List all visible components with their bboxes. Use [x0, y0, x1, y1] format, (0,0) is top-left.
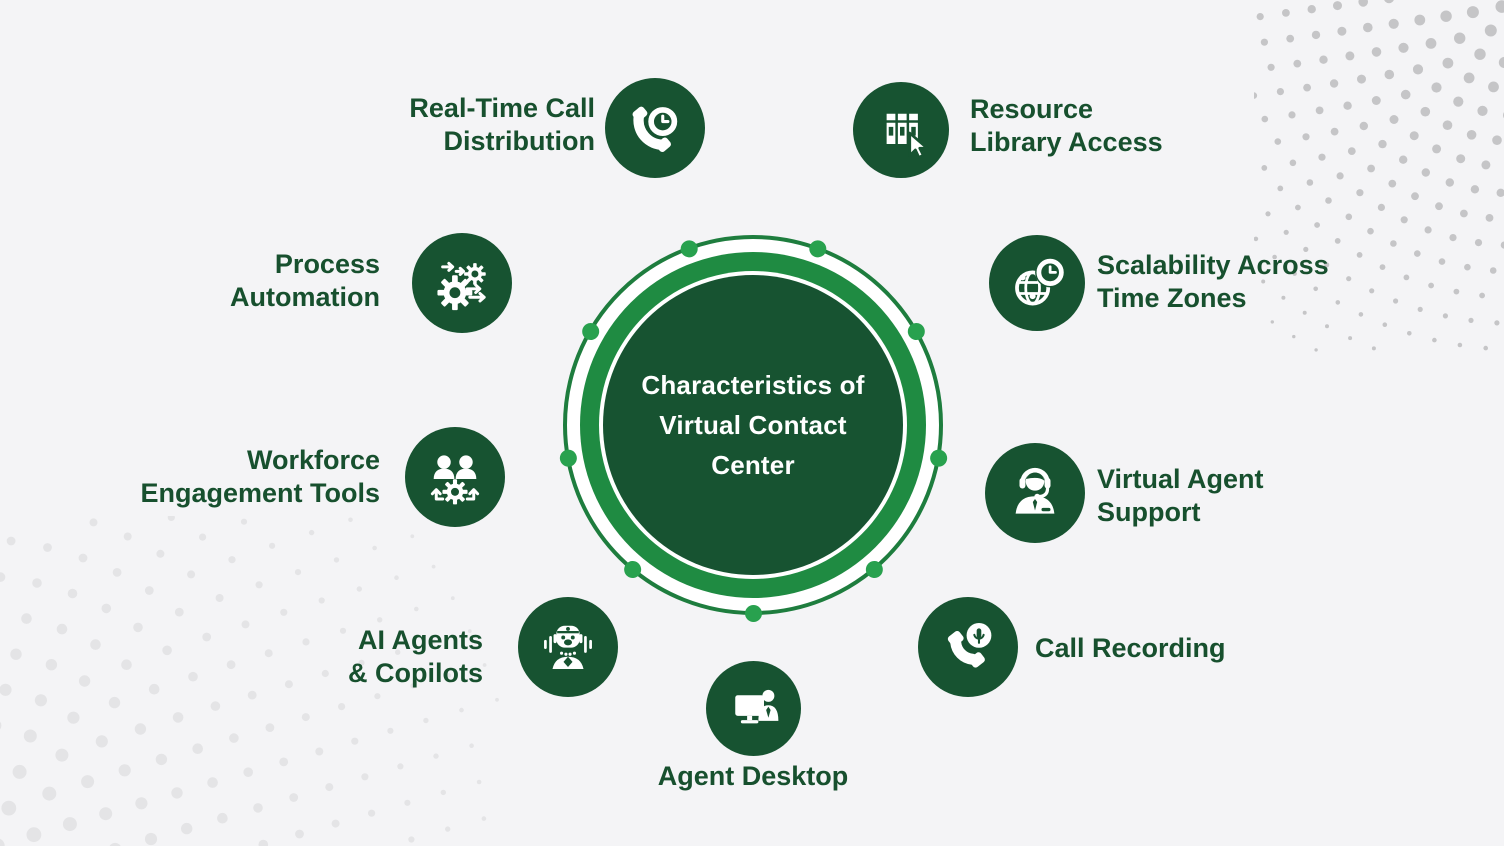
item-label: Call Recording — [1035, 632, 1226, 665]
item-label: Virtual Agent Support — [1097, 463, 1264, 529]
item-label: Real-Time Call Distribution — [409, 92, 595, 158]
item-label: Workforce Engagement Tools — [140, 444, 380, 510]
item-label: Resource Library Access — [970, 93, 1163, 159]
item-label: Process Automation — [230, 248, 380, 314]
phone-microphone-icon — [947, 621, 994, 668]
item-label-line2: & Copilots — [348, 658, 483, 688]
item-label-line2: Support — [1097, 497, 1201, 527]
orbit-dot — [744, 604, 762, 622]
item-label: Agent Desktop — [553, 760, 953, 793]
item-label-line1: Call Recording — [1035, 633, 1226, 663]
item-label-line1: Scalability Across — [1097, 250, 1329, 280]
item-label-line1: Virtual Agent — [1097, 464, 1264, 494]
item-label-line1: Workforce — [246, 445, 380, 475]
team-gear-icon — [430, 455, 480, 505]
item-label-line2: Library Access — [970, 127, 1163, 157]
gears-automation-icon — [437, 261, 486, 311]
headset-agent-icon — [1015, 467, 1055, 514]
item-icon-badge — [985, 443, 1085, 543]
item-icon-badge — [853, 82, 949, 178]
item-label-line1: AI Agents — [357, 625, 483, 655]
item-label-line2: Time Zones — [1097, 283, 1247, 313]
item-label-line2: Engagement Tools — [140, 478, 380, 508]
agent-desktop-icon — [734, 689, 778, 723]
item-icon-badge — [412, 233, 512, 333]
library-books-cursor-icon — [886, 113, 929, 159]
item-label-line2: Distribution — [443, 126, 595, 156]
item-icon-badge — [518, 597, 618, 697]
item-label: AI Agents & Copilots — [348, 624, 483, 690]
item-icon-badge — [605, 78, 705, 178]
globe-clock-icon — [1015, 257, 1066, 306]
item-label-line1: Resource — [970, 94, 1094, 124]
item-icon-badge — [989, 235, 1085, 331]
item-icon-badge — [405, 427, 505, 527]
phone-clock-icon — [632, 105, 679, 152]
ai-robot-icon — [544, 625, 592, 669]
hub-outer-ring — [563, 235, 943, 615]
item-label: Scalability Across Time Zones — [1097, 249, 1329, 315]
item-icon-badge — [918, 597, 1018, 697]
item-icon-badge — [706, 661, 801, 756]
item-label-line1: Process — [274, 249, 380, 279]
center-hub: Characteristics of Virtual Contact Cente… — [558, 235, 948, 622]
item-label-line1: Real-Time Call — [409, 93, 595, 123]
item-label-line2: Automation — [230, 282, 380, 312]
item-label-line1: Agent Desktop — [657, 761, 849, 791]
